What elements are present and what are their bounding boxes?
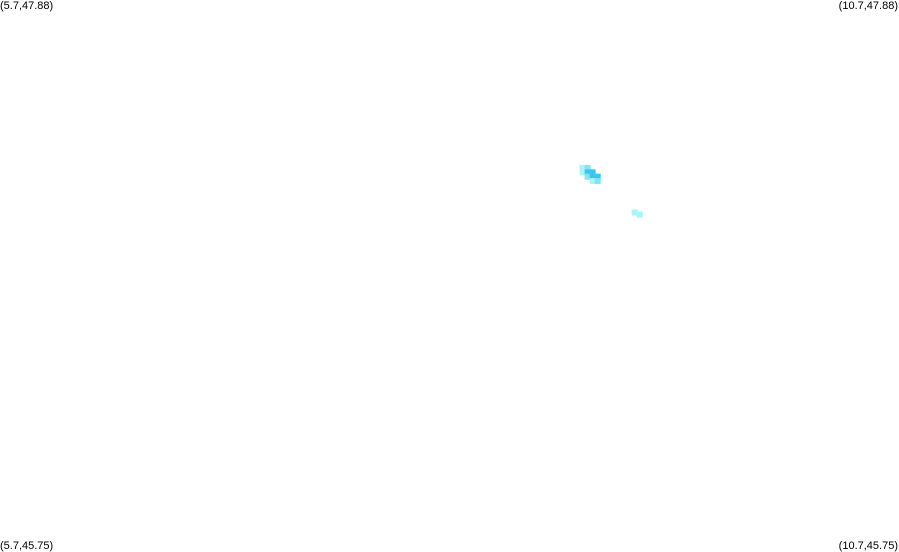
map-cell [589, 178, 596, 185]
map-cell [589, 173, 596, 180]
map-cell [584, 164, 591, 171]
map-cell [579, 169, 586, 176]
map-cell [584, 169, 591, 176]
map-cell [584, 173, 591, 180]
map-cell [636, 211, 643, 218]
map-cell [579, 164, 586, 171]
corner-label-bottom-left: (5.7,45.75) [0, 540, 54, 552]
map-cell [594, 178, 601, 185]
map-cell [594, 173, 601, 180]
map-cell [631, 209, 638, 216]
corner-label-top-right: (10.7,47.88) [838, 0, 898, 12]
corner-label-top-left: (5.7,47.88) [0, 0, 54, 12]
corner-label-bottom-right: (10.7,45.75) [838, 540, 898, 552]
map-cell [589, 169, 596, 176]
